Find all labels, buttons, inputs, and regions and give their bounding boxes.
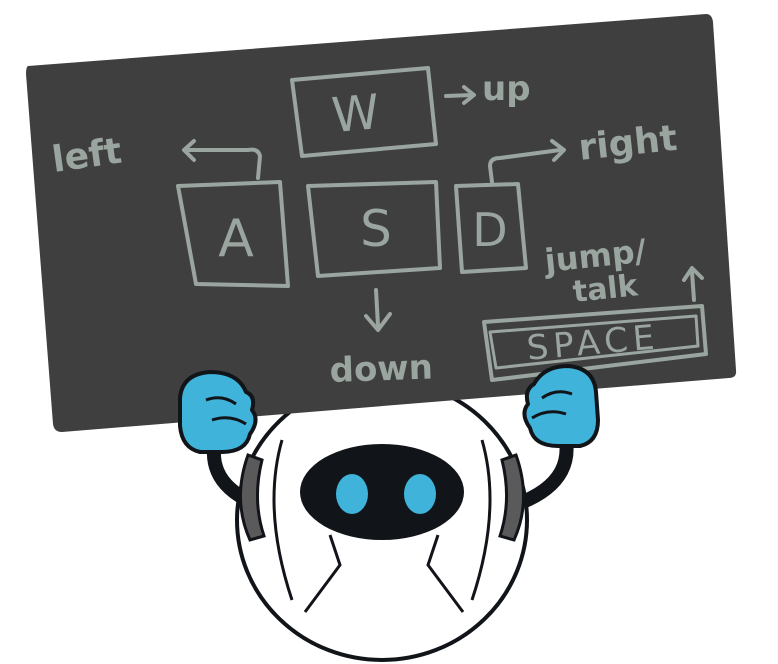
key-w-box — [290, 66, 438, 158]
label-up: up — [482, 69, 531, 109]
robot-panel-line — [272, 439, 294, 601]
robot-right-hand — [522, 364, 600, 448]
arrow-up-right-icon — [488, 139, 566, 184]
label-talk: talk — [571, 268, 640, 310]
key-s-box — [306, 180, 442, 278]
arrow-right-icon — [444, 85, 476, 105]
key-s-label: S — [360, 200, 392, 258]
robot — [206, 378, 574, 662]
key-space-inner-box — [488, 314, 700, 370]
key-d-label: D — [472, 203, 507, 257]
arrow-down-icon — [364, 288, 392, 332]
robot-left-eye — [336, 474, 368, 514]
key-a-box — [176, 180, 290, 288]
key-space-box — [482, 304, 708, 382]
robot-panel-line — [470, 439, 492, 601]
robot-left-joint — [239, 453, 266, 542]
label-down: down — [329, 347, 434, 391]
robot-right-eye — [404, 474, 436, 514]
robot-panel-line — [426, 534, 465, 613]
robot-face — [300, 444, 464, 540]
robot-left-hand — [178, 370, 258, 454]
arrow-up-icon — [682, 266, 704, 302]
key-w-label: W — [330, 84, 382, 144]
key-d-box — [454, 182, 528, 274]
key-a-label: A — [218, 209, 254, 269]
label-left: left — [50, 131, 125, 181]
robot-panel-line — [303, 534, 342, 613]
robot-hands — [178, 364, 600, 454]
arrow-up-left-icon — [182, 139, 262, 180]
chalkboard: W A S D SPACE up left right down jump/ t… — [26, 14, 737, 432]
robot-right-joint — [498, 453, 525, 542]
